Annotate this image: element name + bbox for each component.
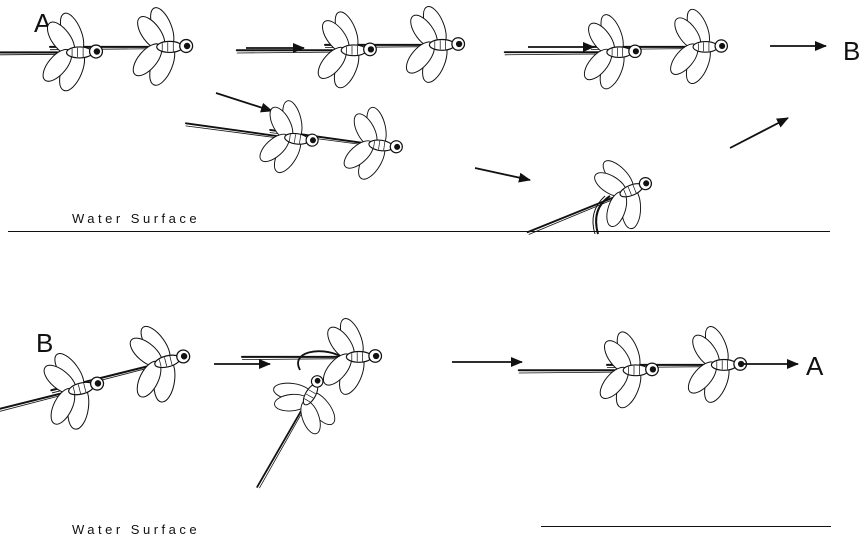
label-end-bottom: A bbox=[806, 351, 824, 381]
tandem-pair-start bbox=[0, 5, 193, 95]
tandem-pair-start bbox=[0, 315, 201, 458]
label-end-top: B bbox=[843, 36, 861, 66]
water-surface-line-top bbox=[8, 231, 830, 232]
arrow-up-right bbox=[729, 117, 789, 149]
arrow-right bbox=[474, 167, 531, 183]
tandem-pair-wheel-position bbox=[223, 314, 383, 507]
tandem-pair-end bbox=[519, 323, 747, 411]
water-surface-label-top: Water Surface bbox=[72, 211, 201, 226]
water-surface-line-bottom bbox=[541, 526, 831, 527]
tandem-pair-end bbox=[505, 6, 728, 92]
arrow-down-right bbox=[215, 92, 273, 113]
water-surface-label-bottom: Water Surface bbox=[72, 522, 201, 537]
tandem-pair-descending bbox=[181, 79, 408, 192]
tandem-pair-ovipositing bbox=[511, 144, 667, 270]
label-start-bottom: B bbox=[36, 328, 54, 358]
